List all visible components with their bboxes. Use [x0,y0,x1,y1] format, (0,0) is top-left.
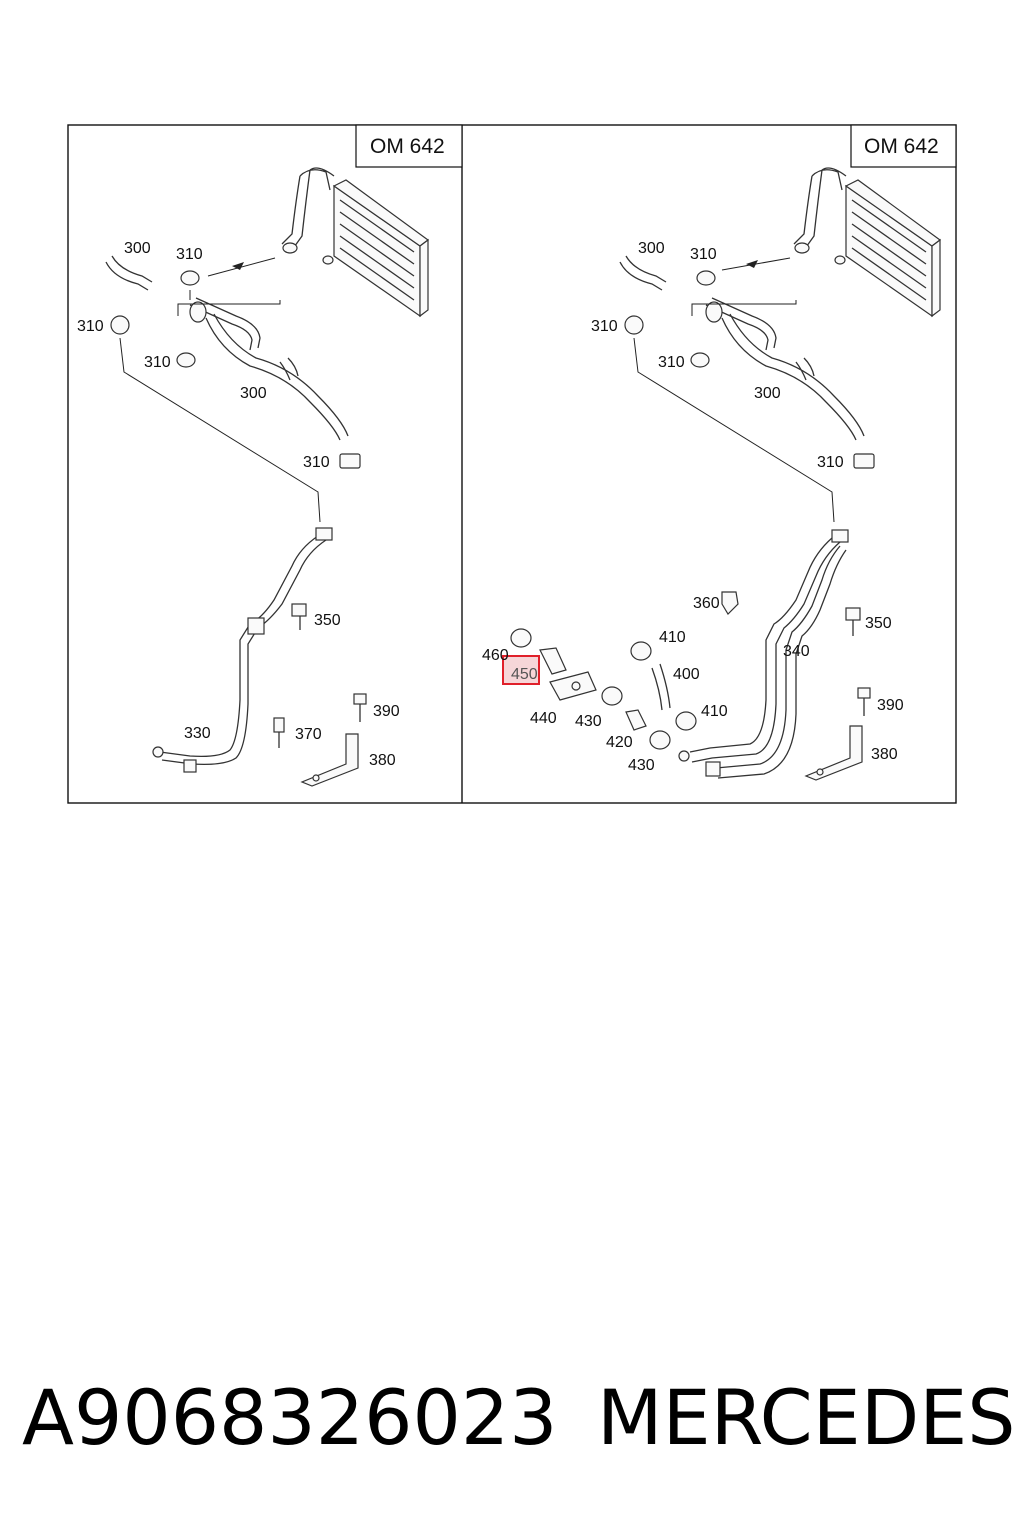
upper-hoses-drawing [105,255,361,469]
clamp-410-drawing [630,641,697,731]
callout-label: 410 [701,703,728,720]
callout-label: 310 [591,318,618,335]
callout-label: 340 [783,643,810,660]
clamp-460-drawing [510,628,532,648]
heater-core-drawing [281,167,430,318]
bracket-380-drawing [300,733,359,787]
callout-label: 310 [303,454,330,471]
bolt-390-drawing [857,687,871,716]
callout-label: 350 [314,612,341,629]
hose-450-drawing [539,647,567,675]
footer: A9068326023 MERCEDES [0,1368,1024,1478]
leader-line [119,337,321,523]
left-panel: OM 642 [77,124,463,787]
callout-label: 440 [530,710,557,727]
engine-label-box [355,124,463,168]
leader-line [633,337,835,523]
callout-label: 380 [871,746,898,763]
callout-label: 460 [482,647,509,664]
callout-label: 300 [240,385,267,402]
upper-hoses-drawing [619,255,875,469]
callout-label: 330 [184,725,211,742]
callout-label: 430 [575,713,602,730]
callout-label: 420 [606,734,633,751]
hose-400-drawing [651,663,671,711]
highlighted-callout-box[interactable] [502,655,540,685]
bracket-380-drawing [804,725,863,781]
callout-label: 300 [754,385,781,402]
engine-label-box [850,124,957,168]
clamp-430-drawing [601,686,671,750]
part-number: A9068326023 [22,1373,558,1462]
fastener-370-drawing [273,717,285,748]
callout-label: 310 [690,246,717,263]
callout-label: 360 [693,595,720,612]
callout-label: 350 [865,615,892,632]
callout-label-highlighted[interactable]: 450 [511,666,538,683]
fastener-350-drawing [845,607,861,636]
pipe-330-drawing [152,527,333,773]
callout-label: 370 [295,726,322,743]
bolt-390-drawing [353,693,367,722]
callout-label: 310 [77,318,104,335]
callout-label: 390 [373,703,400,720]
callout-label: 300 [638,240,665,257]
callout-label: 390 [877,697,904,714]
callout-label: 300 [124,240,151,257]
engine-label: OM 642 [864,135,939,158]
valve-440-drawing [549,671,597,701]
callout-label: 430 [628,757,655,774]
diagram-frame [67,124,957,804]
callout-label: 400 [673,666,700,683]
callout-label: 310 [817,454,844,471]
heater-core-drawing [793,167,942,318]
fastener-350-drawing [291,603,307,630]
callout-label: 310 [658,354,685,371]
right-panel: OM 642 [482,124,957,781]
callout-label: 310 [176,246,203,263]
callout-label: 310 [144,354,171,371]
brand-name: MERCEDES [597,1373,1016,1462]
callout-label: 410 [659,629,686,646]
callout-label: 380 [369,752,396,769]
parts-diagram: OM 642 [67,124,957,804]
pipe-340-drawing [678,529,849,779]
hose-420-drawing [625,709,647,731]
clip-360-drawing [721,591,739,615]
engine-label: OM 642 [370,135,445,158]
